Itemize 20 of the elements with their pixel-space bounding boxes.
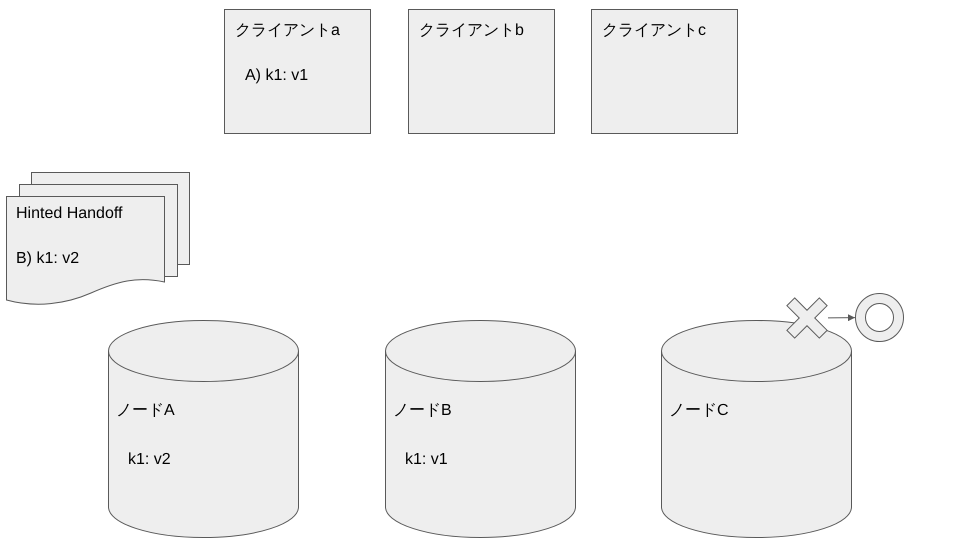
node-title: クライアントa	[235, 22, 340, 40]
database-cylinder	[661, 320, 852, 538]
node-title: クライアントb	[419, 22, 524, 40]
cross-icon	[786, 297, 828, 339]
client-box	[591, 9, 738, 134]
client-box	[224, 9, 371, 134]
key-value-text: B) k1: v2	[16, 250, 80, 268]
document-stack	[6, 172, 191, 307]
node-title: ノードB	[393, 402, 452, 420]
node-title: ノードA	[116, 402, 175, 420]
key-value-text: A) k1: v1	[245, 67, 308, 85]
node-title: クライアントc	[602, 22, 706, 40]
ring-icon	[855, 293, 904, 342]
key-value-text: k1: v2	[128, 451, 171, 469]
key-value-text: k1: v1	[405, 451, 448, 469]
database-cylinder	[385, 320, 576, 538]
node-title: Hinted Handoff	[16, 205, 122, 223]
database-cylinder	[108, 320, 299, 538]
client-box	[408, 9, 555, 134]
node-title: ノードC	[669, 402, 729, 420]
